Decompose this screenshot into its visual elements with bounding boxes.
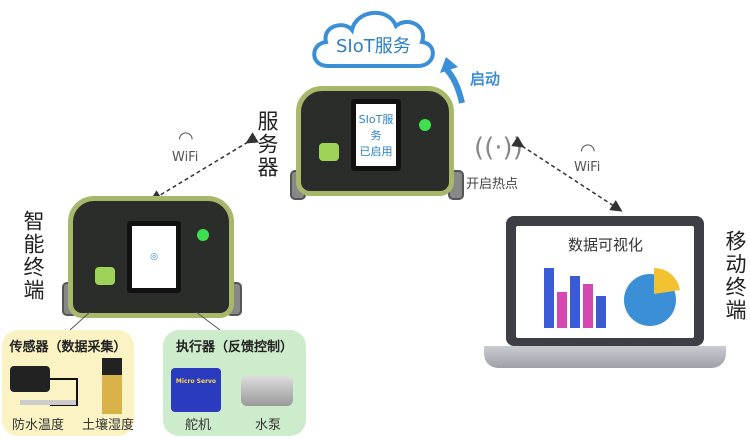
sensor-item: 防水温度 <box>12 418 65 433</box>
pie-chart-icon <box>624 267 680 326</box>
actuators-title: 执行器（反馈控制） <box>175 340 293 355</box>
start-arrow-icon <box>440 57 465 104</box>
sensors-box: 传感器（数据采集） 防水温度 土壤湿度 <box>2 330 134 436</box>
sensor-item: 土壤湿度 <box>82 418 135 433</box>
actuator-item: 舵机 <box>185 418 212 433</box>
green-led-icon <box>197 229 209 241</box>
actuators-box: 执行器（反馈控制） Micro Servo 舵机 水泵 <box>163 330 306 436</box>
pump-icon <box>241 376 293 406</box>
mobile-label: 移动终端 <box>723 230 747 322</box>
joystick-icon <box>95 267 115 285</box>
joystick-icon <box>319 143 339 161</box>
start-label: 启动 <box>470 70 501 88</box>
soil-sensor-icon <box>102 358 122 414</box>
wifi-icon-right: ◠ <box>580 140 596 161</box>
laptop-screen-title: 数据可视化 <box>568 236 644 254</box>
terminal-device: ◎ <box>68 196 234 318</box>
sensors-title: 传感器（数据采集） <box>9 340 127 355</box>
server-label: 服务器 <box>255 110 279 179</box>
green-led-icon <box>419 119 431 131</box>
actuator-item: 水泵 <box>255 418 282 433</box>
hotspot-label: 开启热点 <box>466 177 519 192</box>
wifi-label-right: WiFi <box>574 160 601 175</box>
wifi-label-left: WiFi <box>172 150 199 165</box>
wifi-icon-left: ◠ <box>178 128 194 149</box>
terminal-label: 智能终端 <box>21 210 45 302</box>
server-device: SIoT服务已启用 <box>296 86 454 196</box>
cloud-label: SIoT服务 <box>336 36 411 57</box>
server-screen-text-2: 已启用 <box>359 145 393 158</box>
cloud-icon <box>312 10 435 68</box>
bar-chart-icon <box>544 262 610 328</box>
temperature-sensor-icon <box>10 366 50 392</box>
servo-icon: Micro Servo <box>171 368 221 412</box>
server-screen-text-1: SIoT服务 <box>358 113 394 142</box>
laptop-base <box>484 346 726 368</box>
laptop: 数据可视化 <box>506 216 704 346</box>
